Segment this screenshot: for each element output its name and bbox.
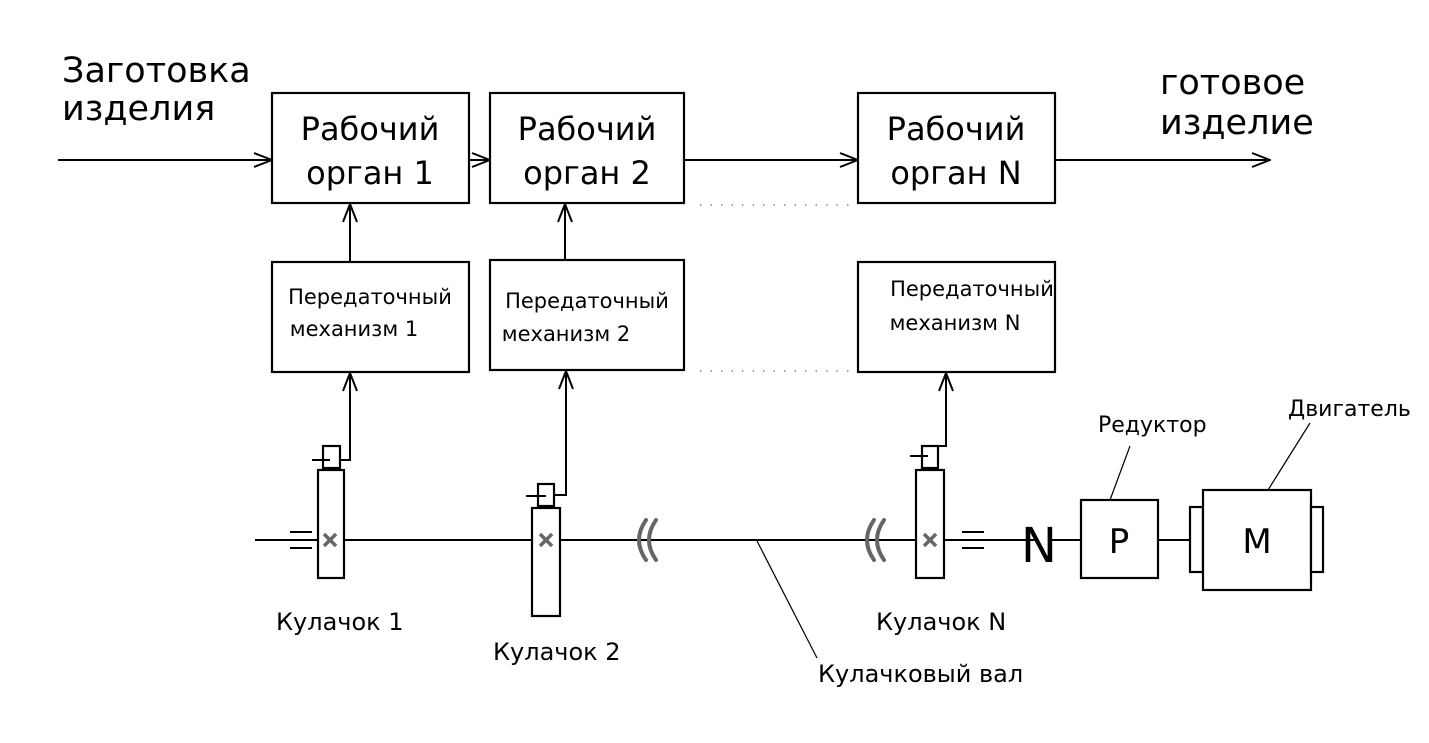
input-label-line1: Заготовка: [62, 51, 251, 91]
working-organ-1-line2: орган 1: [306, 154, 434, 192]
working-organ-n: Рабочий орган N: [856, 91, 1057, 205]
working-organ-2: Рабочий орган 2: [488, 91, 686, 205]
working-organ-1: Рабочий орган 1: [270, 91, 471, 205]
input-label-line2: изделия: [62, 89, 215, 129]
bearing-right-icon: [962, 531, 984, 549]
motor-block: M: [1188, 488, 1325, 592]
cam-1-icon: [312, 444, 346, 580]
transmission-n: Передаточный механизм N: [856, 260, 1057, 374]
cam-2-icon: [526, 482, 562, 618]
coupling-symbol: N: [1021, 518, 1057, 574]
transmission-1-line2: механизм 1: [290, 317, 418, 341]
cam-n-icon: [910, 444, 946, 580]
transmission-2: Передаточный механизм 2: [488, 258, 686, 372]
cam-1-label: Кулачок 1: [276, 608, 404, 636]
reducer-block: P: [1079, 498, 1160, 580]
camshaft-label: Кулачковый вал: [818, 660, 1023, 688]
working-organ-2-line2: орган 2: [523, 154, 651, 192]
reducer-leader-line: [1109, 445, 1131, 501]
cam-2-drive-arrow: [546, 371, 566, 496]
output-label-line1: готовое: [1160, 63, 1305, 103]
shaft-break-left-icon: [637, 518, 658, 562]
transmission-n-line2: механизм N: [890, 311, 1021, 335]
output-label-line2: изделие: [1160, 103, 1314, 143]
cam-2-label: Кулачок 2: [493, 638, 621, 666]
bearing-left-icon: [290, 531, 312, 549]
transmission-2-line1: Передаточный: [505, 289, 669, 313]
transmission-1: Передаточный механизм 1: [270, 260, 471, 374]
cam-n-label: Кулачок N: [876, 608, 1006, 636]
working-organ-2-line1: Рабочий: [518, 110, 657, 148]
transmission-2-line2: механизм 2: [502, 322, 630, 346]
motor-symbol: M: [1242, 522, 1271, 562]
motor-leader-line: [1267, 422, 1311, 491]
working-organ-1-line1: Рабочий: [301, 110, 440, 148]
transmission-n-line1: Передаточный: [890, 277, 1054, 301]
transmission-1-line1: Передаточный: [288, 285, 452, 309]
reducer-symbol: P: [1109, 522, 1130, 562]
motor-label: Двигатель: [1288, 397, 1411, 422]
working-organ-n-line1: Рабочий: [887, 110, 1026, 148]
shaft-break-right-icon: [865, 518, 886, 562]
camshaft-leader-line: [756, 540, 818, 659]
reducer-label: Редуктор: [1098, 413, 1207, 438]
cam-n-drive-arrow: [930, 373, 946, 447]
working-organ-n-line2: орган N: [890, 154, 1021, 192]
